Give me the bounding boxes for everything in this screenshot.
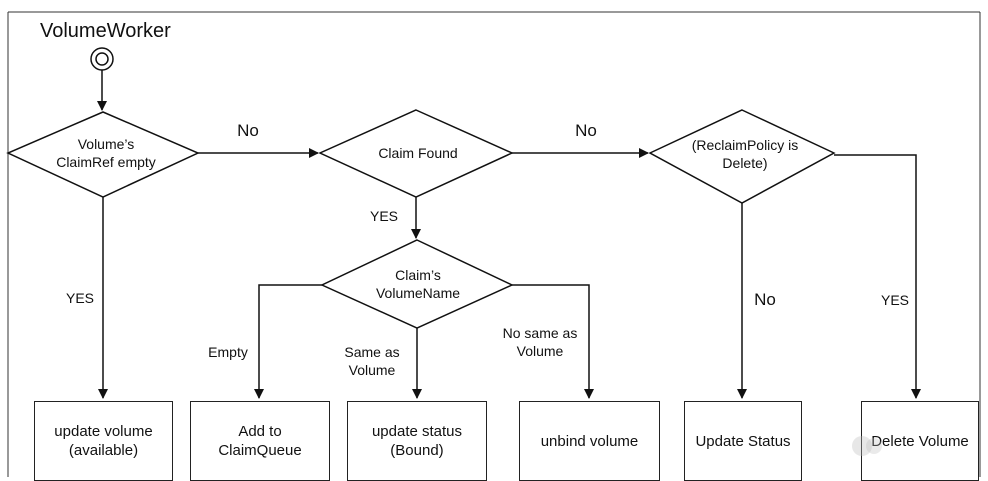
edge-label-claimref-yes: YES xyxy=(65,290,95,306)
diagram-title: VolumeWorker xyxy=(40,20,171,42)
edge-label-claim-found-no: No xyxy=(575,121,597,140)
edge-label-not-same: No same as Volume xyxy=(502,325,578,359)
edge-label-reclaim-no: No xyxy=(754,290,776,309)
action-unbind-volume: unbind volume xyxy=(519,401,660,481)
decision-claimref-label: Volume’s ClaimRef empty xyxy=(56,136,156,170)
action-update-bound: update status (Bound) xyxy=(347,401,487,481)
edge-not-same xyxy=(512,284,594,399)
edge-label-reclaim-yes: YES xyxy=(880,292,910,308)
edge-label-claim-found-yes: YES xyxy=(369,208,399,224)
action-update-available: update volume (available) xyxy=(34,401,173,481)
edge-label-same-as: Same as Volume xyxy=(344,344,400,378)
decision-claim-found-label: Claim Found xyxy=(378,145,458,161)
edge-empty xyxy=(254,284,322,399)
action-add-claim-queue: Add to ClaimQueue xyxy=(190,401,330,481)
edge-label-claimref-no: No xyxy=(237,121,259,140)
watermark-logo-icon xyxy=(852,436,882,456)
edge-reclaim-yes xyxy=(834,154,921,399)
start-node-inner xyxy=(95,52,109,66)
action-update-status: Update Status xyxy=(684,401,802,481)
decision-volume-name-label: Claim’s VolumeName xyxy=(375,267,461,301)
edge-label-empty: Empty xyxy=(208,344,248,360)
decision-reclaim-label: (ReclaimPolicy is Delete) xyxy=(691,137,799,171)
action-delete-volume: Delete Volume xyxy=(861,401,979,481)
